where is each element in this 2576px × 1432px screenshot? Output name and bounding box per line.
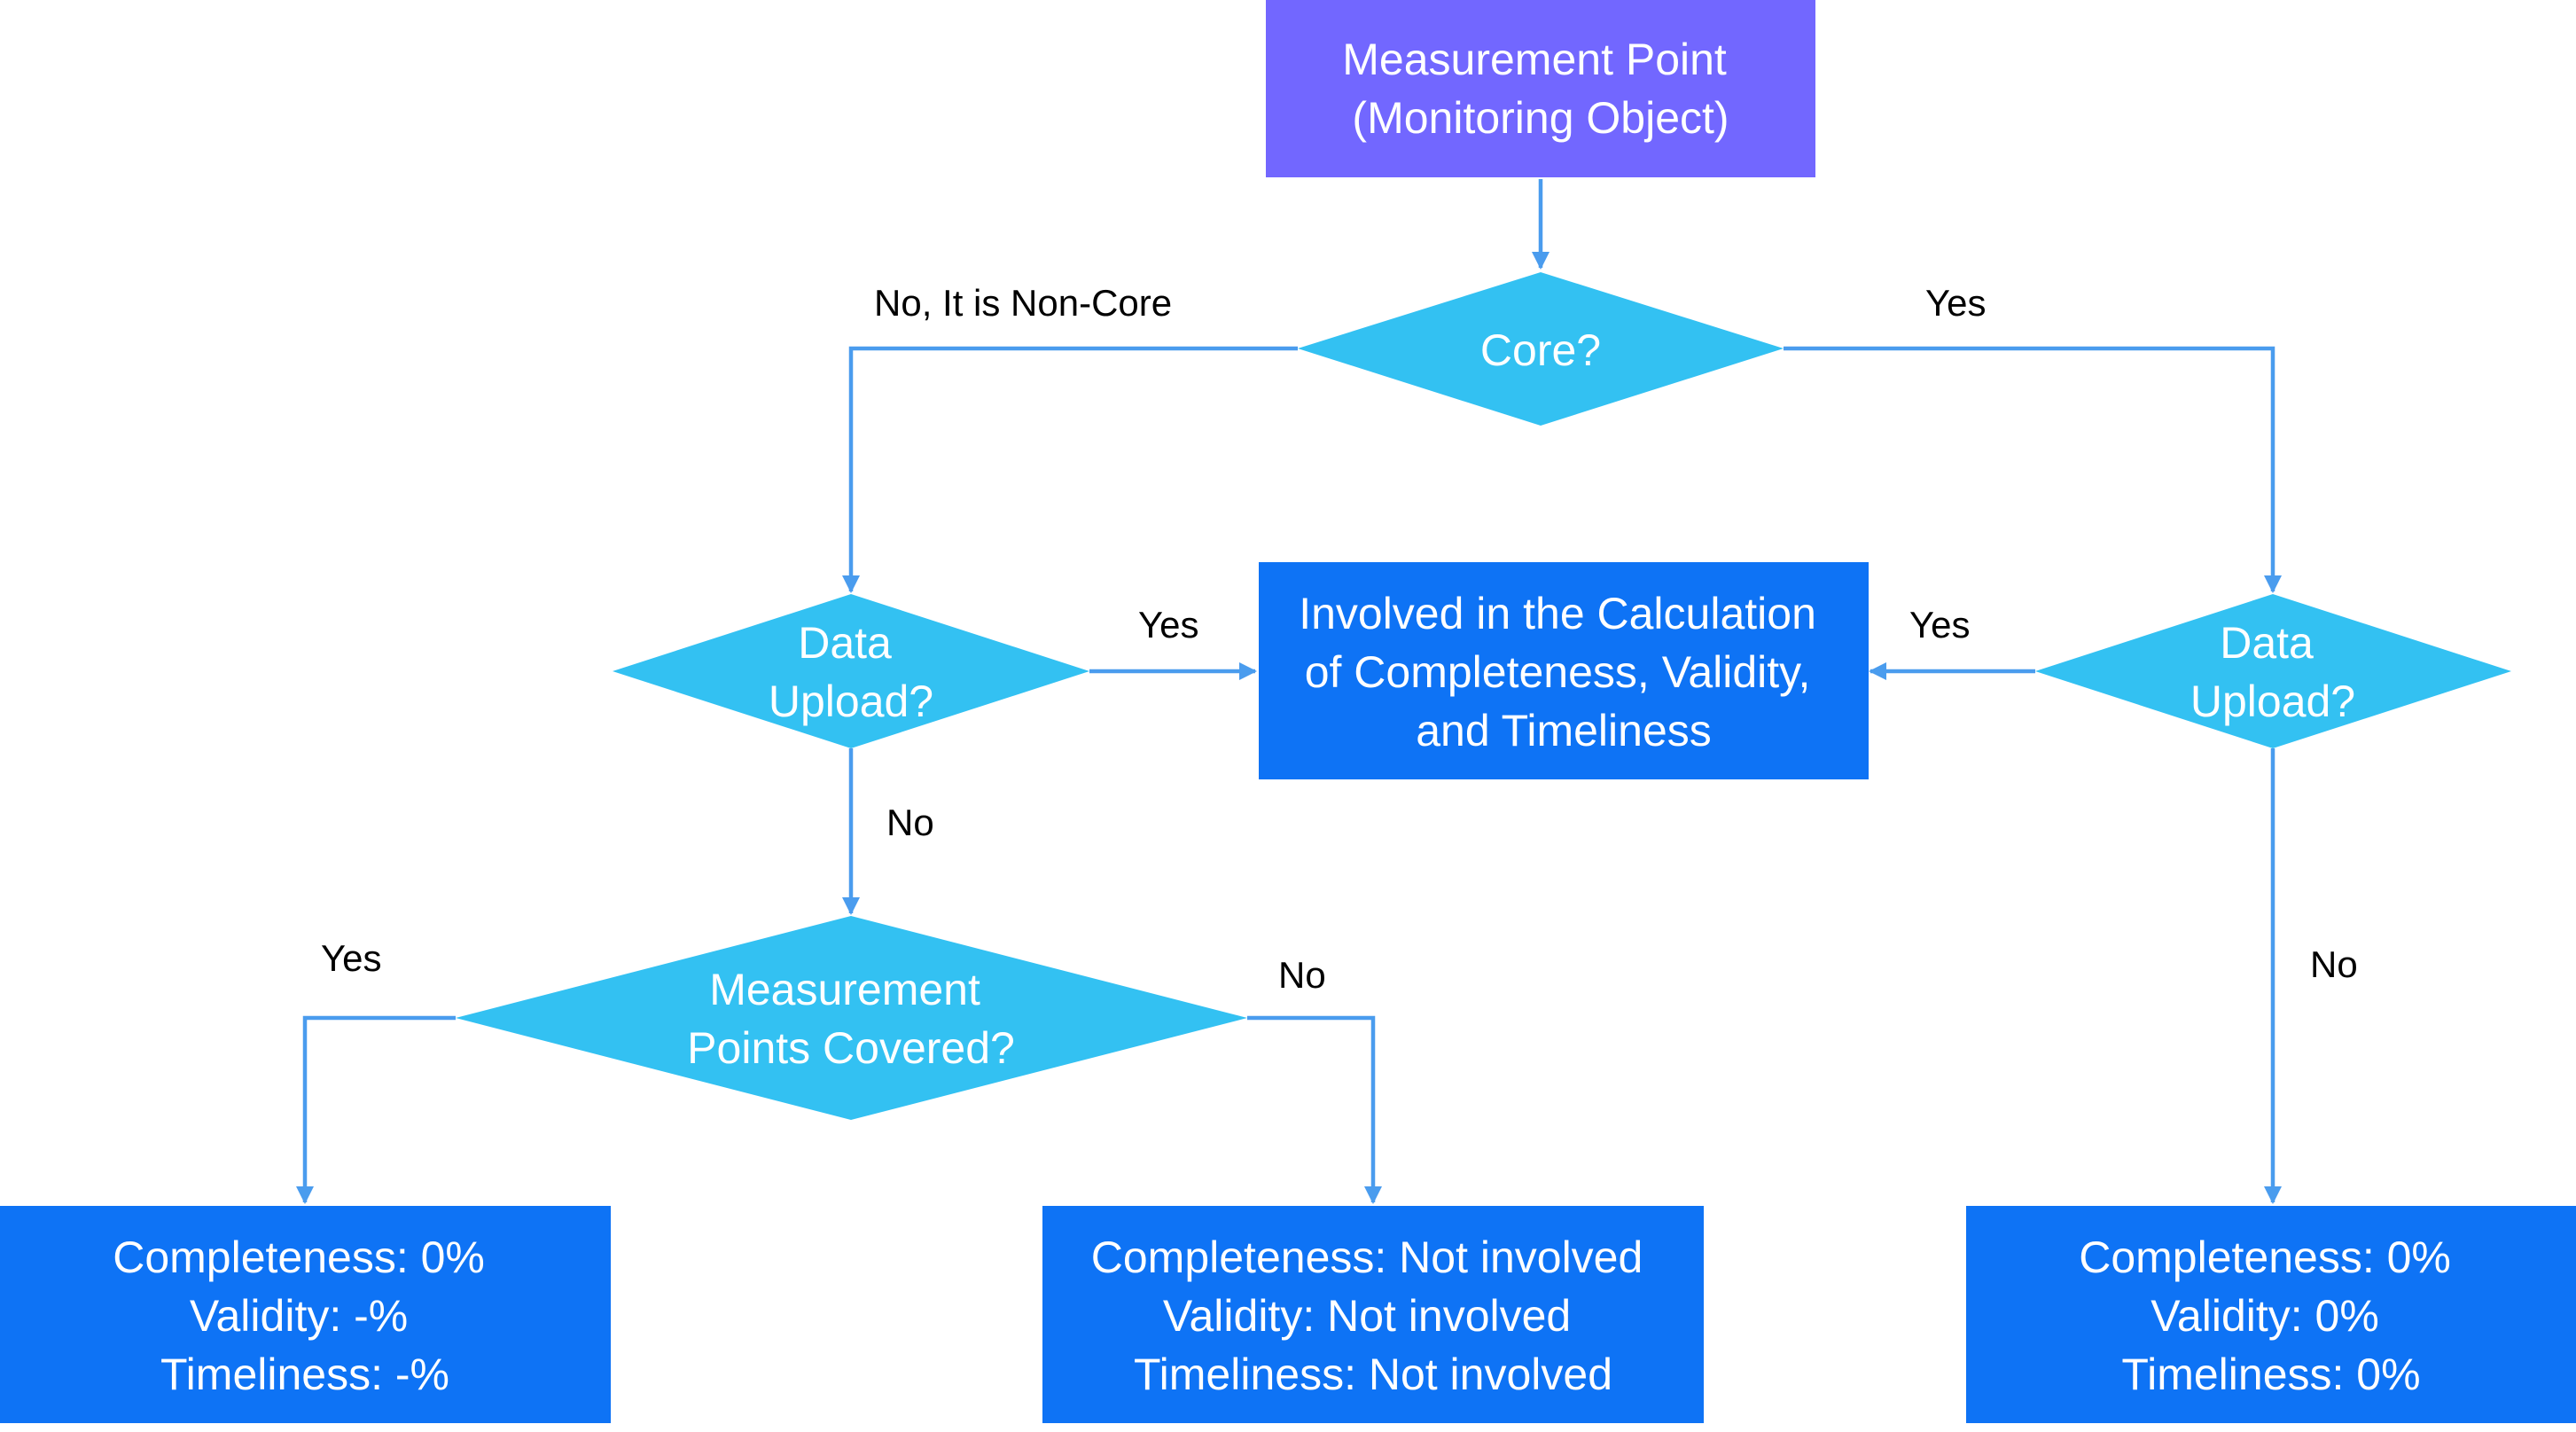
node-result-not-covered: Completeness: Not involved Validity: Not… bbox=[1042, 1206, 1704, 1423]
node-upload-left: Data Upload? bbox=[613, 594, 1089, 748]
node-core-decision: Core? bbox=[1298, 272, 1784, 426]
edge-labels: No, It is Non-Core Yes Yes Yes No Yes No… bbox=[321, 282, 2358, 996]
result-no-upload-core-text-line: Completeness: 0% bbox=[2079, 1232, 2451, 1282]
result-not-covered-box bbox=[1042, 1206, 1704, 1423]
edge-label-covered-no: No bbox=[1278, 954, 1326, 996]
involved-text-line: Involved in the Calculation bbox=[1299, 589, 1816, 638]
result-no-upload-core-box bbox=[1966, 1206, 2576, 1423]
svg-text:Measurement Point (Monit: Measurement Point (Monitoring Object) bbox=[1342, 35, 1738, 143]
node-covered-decision: Measurement Points Covered? bbox=[456, 916, 1247, 1120]
edge-label-upload-right-no: No bbox=[2310, 943, 2358, 985]
result-not-covered-text-line: Timeliness: Not involved bbox=[1134, 1350, 1612, 1399]
upload-right-text-line: Data bbox=[2220, 618, 2314, 668]
upload-left-text-line: Upload? bbox=[769, 677, 933, 726]
edge-label-core-yes: Yes bbox=[1925, 282, 1987, 324]
edge-label-upload-right-yes: Yes bbox=[1909, 604, 1971, 646]
upload-right-text-line: Upload? bbox=[2190, 677, 2355, 726]
core-decision-text: Core? bbox=[1480, 325, 1601, 375]
result-no-upload-core-text-line: Timeliness: 0% bbox=[2121, 1350, 2420, 1399]
start-text-line: (Monitoring Object) bbox=[1352, 93, 1729, 143]
svg-text:Data Upload?: Data Upload? bbox=[769, 618, 933, 726]
start-text-line: Measurement Point bbox=[1342, 35, 1727, 84]
start-box bbox=[1266, 0, 1815, 177]
result-covered-box bbox=[0, 1206, 611, 1423]
covered-text-line: Points Covered? bbox=[687, 1023, 1015, 1073]
connector-covered-no bbox=[1247, 1015, 1383, 1205]
edge-label-core-no: No, It is Non-Core bbox=[874, 282, 1172, 324]
involved-text-line: of Completeness, Validity, bbox=[1305, 647, 1811, 697]
result-not-covered-text-line: Validity: Not involved bbox=[1163, 1291, 1571, 1341]
node-start: Measurement Point (Monitoring Object) bbox=[1266, 0, 1815, 177]
node-result-covered: Completeness: 0% Validity: -% Timeliness… bbox=[0, 1206, 611, 1423]
node-involved: Involved in the Calculation of Completen… bbox=[1259, 562, 1869, 779]
upload-right-diamond bbox=[2035, 594, 2511, 748]
svg-text:Completeness: Not involved: Completeness: Not involved Validity: Not… bbox=[1091, 1232, 1655, 1399]
node-upload-right: Data Upload? bbox=[2035, 594, 2511, 748]
svg-text:Core?: Core? bbox=[1480, 325, 1601, 375]
node-result-no-upload-core: Completeness: 0% Validity: 0% Timeliness… bbox=[1966, 1206, 2576, 1423]
upload-left-diamond bbox=[613, 594, 1089, 748]
svg-text:Measurement Points Cover: Measurement Points Covered? bbox=[687, 965, 1015, 1073]
svg-text:Completeness: 0% Validit: Completeness: 0% Validity: 0% Timeliness… bbox=[2079, 1232, 2463, 1399]
covered-text-line: Measurement bbox=[709, 965, 980, 1014]
svg-text:Involved in the Calculation: Involved in the Calculation of Completen… bbox=[1299, 589, 1829, 755]
connector-covered-yes bbox=[295, 1015, 456, 1205]
connector-core-yes bbox=[1784, 346, 2283, 594]
edge-label-covered-yes: Yes bbox=[321, 937, 382, 979]
upload-left-text-line: Data bbox=[798, 618, 892, 668]
connectors bbox=[295, 179, 2283, 1205]
edge-label-upload-left-no: No bbox=[886, 802, 934, 843]
result-not-covered-text-line: Completeness: Not involved bbox=[1091, 1232, 1643, 1282]
svg-text:Completeness: 0% Validit: Completeness: 0% Validity: -% Timeliness… bbox=[113, 1232, 497, 1399]
involved-text-line: and Timeliness bbox=[1416, 706, 1712, 755]
result-covered-text-line: Validity: -% bbox=[190, 1291, 408, 1341]
involved-box bbox=[1259, 562, 1869, 779]
result-covered-text-line: Completeness: 0% bbox=[113, 1232, 485, 1282]
svg-text:Data Upload?: Data Upload? bbox=[2190, 618, 2355, 726]
edge-label-upload-left-yes: Yes bbox=[1138, 604, 1199, 646]
result-covered-text-line: Timeliness: -% bbox=[160, 1350, 449, 1399]
result-no-upload-core-text-line: Validity: 0% bbox=[2151, 1291, 2379, 1341]
connector-core-no bbox=[841, 346, 1298, 594]
core-diamond bbox=[1298, 272, 1784, 426]
covered-diamond bbox=[456, 916, 1247, 1120]
